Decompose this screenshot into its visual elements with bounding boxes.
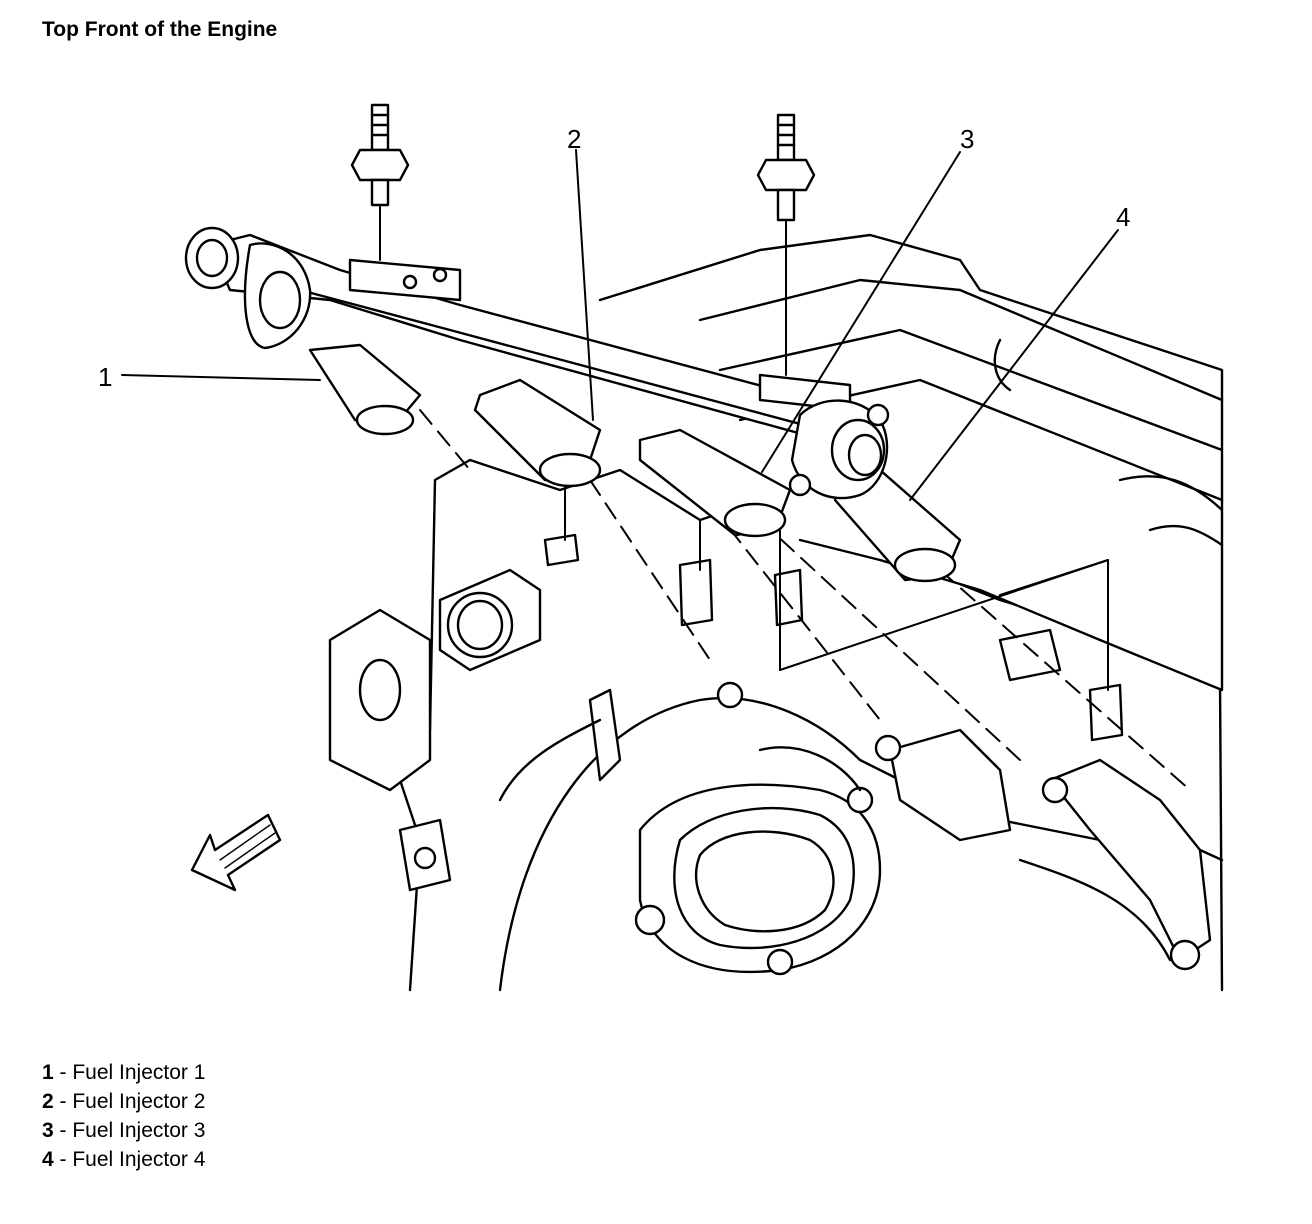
legend-separator: - [53,1090,73,1113]
fuel-injector-3 [638,428,792,538]
fuel-injector-2 [473,378,602,488]
fuel-rail [184,226,890,500]
mounting-stud-left [350,103,410,207]
installation-axes [419,409,1191,791]
callout-1: 1 [98,362,112,392]
callout-3: 3 [960,124,974,154]
legend-number: 3 [42,1119,54,1142]
leader-lines [121,149,1119,501]
seating-lines [379,204,1109,691]
legend-item: 3 - Fuel Injector 3 [42,1116,205,1145]
legend-label: Fuel Injector 3 [72,1119,206,1142]
callout-2: 2 [567,124,581,154]
legend-label: Fuel Injector 1 [72,1061,206,1084]
fuel-injector-1 [308,343,422,436]
legend-separator: - [53,1061,73,1084]
legend-label: Fuel Injector 2 [72,1090,206,1113]
legend-number: 1 [42,1061,54,1084]
fuel-injector-4 [833,468,962,583]
mounting-bosses [543,533,1124,742]
mounting-stud-right [756,113,816,222]
callout-4: 4 [1116,202,1130,232]
legend-separator: - [53,1148,73,1171]
legend-item: 2 - Fuel Injector 2 [42,1087,205,1116]
engine-block [328,458,1224,992]
legend-separator: - [53,1119,73,1142]
legend-number: 2 [42,1090,54,1113]
legend-label: Fuel Injector 4 [72,1148,206,1171]
front-direction-arrow [190,813,282,892]
legend: 1 - Fuel Injector 1 2 - Fuel Injector 2 … [42,1058,205,1174]
valve-cover [598,233,1224,692]
legend-item: 1 - Fuel Injector 1 [42,1058,205,1087]
legend-item: 4 - Fuel Injector 4 [42,1145,205,1174]
page-title: Top Front of the Engine [42,18,278,41]
legend-number: 4 [42,1148,54,1171]
